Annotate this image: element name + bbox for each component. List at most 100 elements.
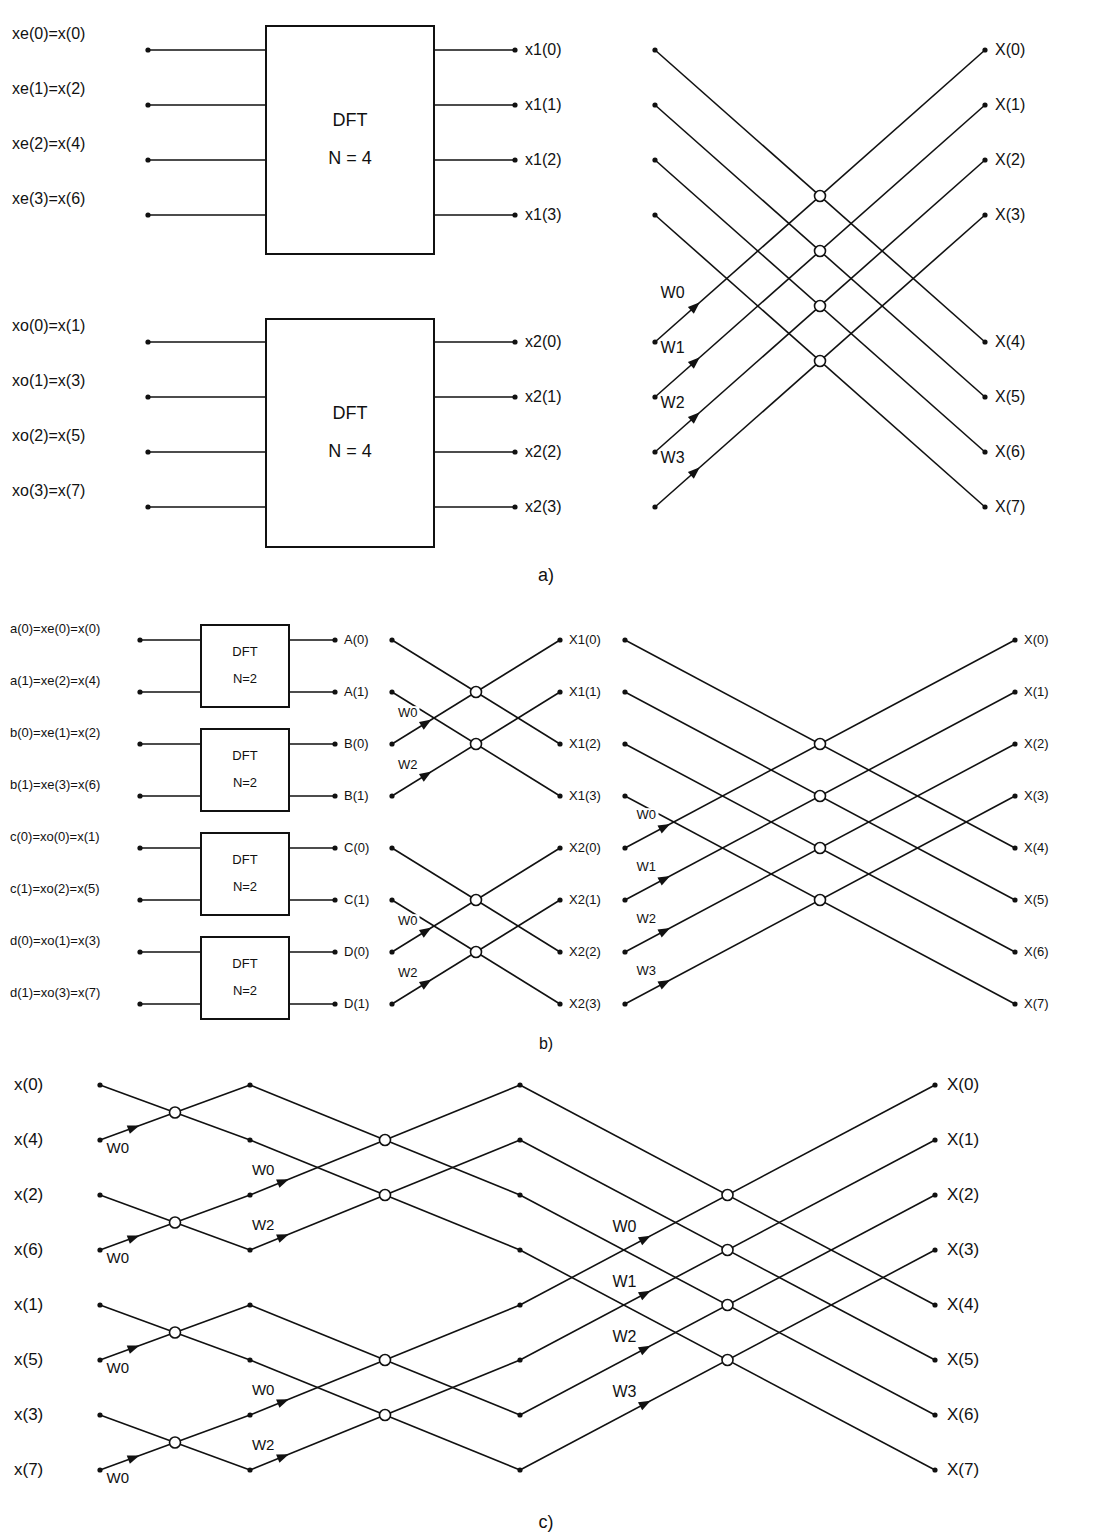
twiddle-factor: W0 bbox=[396, 706, 420, 720]
signal-line bbox=[148, 341, 265, 343]
signal-line bbox=[250, 1085, 520, 1195]
input-label: d(0)=xo(1)=x(3) bbox=[8, 934, 102, 948]
output-label: A(1) bbox=[342, 685, 371, 699]
adder-node bbox=[722, 1300, 733, 1311]
adder-node bbox=[722, 1355, 733, 1366]
arrowhead bbox=[276, 1234, 289, 1243]
terminal-dot bbox=[512, 212, 517, 217]
output-label: X(3) bbox=[1022, 789, 1051, 803]
signal-line bbox=[655, 160, 985, 452]
terminal-dot bbox=[332, 845, 337, 850]
adder-node bbox=[380, 1190, 391, 1201]
terminal-dot bbox=[145, 47, 150, 52]
input-label: xe(1)=x(2) bbox=[10, 81, 87, 98]
block-size: N=2 bbox=[233, 983, 257, 1000]
signal-line bbox=[290, 691, 335, 693]
adder-node bbox=[170, 1107, 181, 1118]
signal-line bbox=[655, 105, 985, 397]
adder-node bbox=[380, 1355, 391, 1366]
terminal-dot bbox=[932, 1302, 937, 1307]
signal-line bbox=[625, 692, 1015, 900]
block-size: N = 4 bbox=[328, 440, 372, 463]
signal-line bbox=[392, 692, 560, 796]
signal-line bbox=[392, 848, 560, 952]
dft-block: DFTN = 4 bbox=[265, 318, 435, 548]
signal-line bbox=[392, 848, 560, 952]
signal-line bbox=[290, 899, 335, 901]
twiddle-factor: W2 bbox=[250, 1437, 277, 1453]
signal-line bbox=[100, 1195, 250, 1250]
signal-line bbox=[100, 1085, 250, 1140]
block-title: DFT bbox=[232, 852, 257, 869]
terminal-dot bbox=[137, 897, 142, 902]
output-label: x1(2) bbox=[523, 152, 563, 169]
signal-line bbox=[100, 1305, 250, 1360]
output-label: X2(3) bbox=[567, 997, 603, 1011]
adder-node bbox=[722, 1190, 733, 1201]
output-label: X1(2) bbox=[567, 737, 603, 751]
input-label: a(0)=xe(0)=x(0) bbox=[8, 622, 102, 636]
signal-line bbox=[290, 951, 335, 953]
input-label: x(3) bbox=[12, 1406, 45, 1424]
terminal-dot bbox=[512, 157, 517, 162]
arrowhead bbox=[419, 772, 432, 782]
twiddle-factor: W0 bbox=[635, 808, 659, 822]
twiddle-factor: W0 bbox=[659, 285, 687, 302]
signal-line bbox=[140, 1003, 200, 1005]
arrowhead bbox=[657, 928, 670, 938]
input-label: d(1)=xo(3)=x(7) bbox=[8, 986, 102, 1000]
output-label: X(1) bbox=[1022, 685, 1051, 699]
adder-node bbox=[170, 1217, 181, 1228]
signal-line bbox=[290, 847, 335, 849]
output-label: x2(2) bbox=[523, 444, 563, 461]
signal-line bbox=[435, 506, 515, 508]
signal-line bbox=[625, 744, 1015, 952]
signal-line bbox=[435, 49, 515, 51]
terminal-dot bbox=[137, 845, 142, 850]
signal-line bbox=[290, 639, 335, 641]
twiddle-factor: W0 bbox=[105, 1470, 132, 1486]
output-label: X(7) bbox=[993, 499, 1027, 516]
arrowhead bbox=[127, 1455, 140, 1463]
signal-line bbox=[655, 215, 985, 507]
arrowhead bbox=[688, 467, 700, 478]
signal-line bbox=[520, 1250, 935, 1470]
input-label: c(1)=xo(2)=x(5) bbox=[8, 882, 102, 896]
output-label: X2(1) bbox=[567, 893, 603, 907]
signal-line bbox=[392, 692, 560, 796]
adder-node bbox=[170, 1327, 181, 1338]
output-label: X(1) bbox=[945, 1131, 981, 1149]
output-label: x2(3) bbox=[523, 499, 563, 516]
signal-line bbox=[250, 1140, 520, 1250]
dft-block: DFTN=2 bbox=[200, 936, 290, 1020]
output-label: X2(0) bbox=[567, 841, 603, 855]
adder-node bbox=[170, 1437, 181, 1448]
signal-line bbox=[625, 692, 1015, 900]
twiddle-factor: W2 bbox=[611, 1329, 639, 1346]
arrowhead bbox=[638, 1291, 651, 1301]
signal-line bbox=[625, 640, 1015, 848]
input-label: x(5) bbox=[12, 1351, 45, 1369]
signal-line bbox=[392, 900, 560, 1004]
terminal-dot bbox=[145, 212, 150, 217]
signal-line bbox=[100, 1085, 250, 1140]
terminal-dot bbox=[332, 949, 337, 954]
output-label: X(6) bbox=[1022, 945, 1051, 959]
adder-node bbox=[471, 947, 482, 958]
adder-node bbox=[815, 843, 826, 854]
terminal-dot bbox=[137, 949, 142, 954]
arrowhead bbox=[127, 1345, 140, 1353]
signal-line bbox=[148, 396, 265, 398]
adder-node bbox=[815, 356, 826, 367]
terminal-dot bbox=[332, 793, 337, 798]
output-label: x2(1) bbox=[523, 389, 563, 406]
arrowhead bbox=[638, 1346, 651, 1356]
block-size: N=2 bbox=[233, 775, 257, 792]
arrowhead bbox=[276, 1179, 289, 1188]
signal-line bbox=[140, 899, 200, 901]
input-label: a(1)=xe(2)=x(4) bbox=[8, 674, 102, 688]
arrowhead bbox=[657, 980, 670, 990]
signal-line bbox=[250, 1360, 520, 1470]
signal-line bbox=[140, 847, 200, 849]
